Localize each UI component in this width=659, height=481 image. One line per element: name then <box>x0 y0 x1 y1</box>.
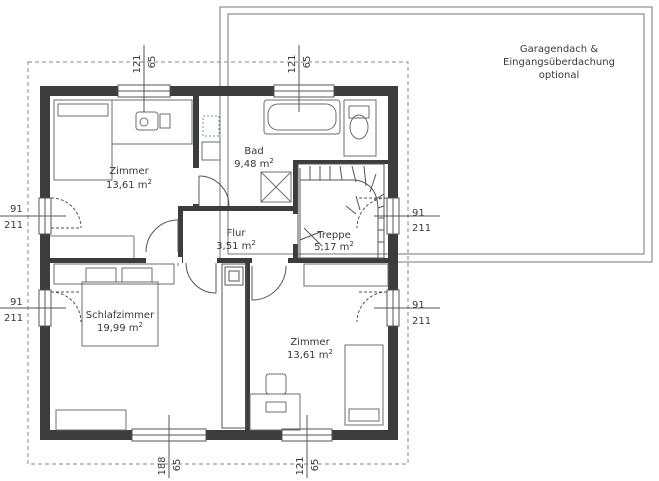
dim-bottom-right-width: 121 <box>295 456 306 475</box>
dim-right-upper-width: 91 <box>412 208 425 219</box>
dim-left-lower-width: 91 <box>10 297 23 308</box>
dim-top-right-width: 121 <box>287 54 298 73</box>
room-name-schlafzimmer: Schlafzimmer <box>86 310 155 321</box>
furniture-zimmer-top <box>53 99 193 181</box>
dim-bottom-right-height: 65 <box>310 459 321 472</box>
dim-right-lower-height: 211 <box>412 316 431 327</box>
dim-top-left-height: 65 <box>147 56 158 69</box>
window-swings <box>50 197 388 323</box>
garage-note-line2: Eingangsüberdachung <box>503 57 615 68</box>
room-area-schlafzimmer: 19,99 m2 <box>97 321 143 334</box>
dim-bottom-left-width: 188 <box>157 456 168 475</box>
garage-note: Garagendach & Eingangsüberdachung option… <box>503 44 615 81</box>
room-area-bad: 9,48 m2 <box>234 157 274 170</box>
room-area-zimmer-top: 13,61 m2 <box>106 178 152 191</box>
room-name-zimmer-bottom: Zimmer <box>290 337 330 348</box>
interior-walls <box>50 96 388 430</box>
dim-left-lower-height: 211 <box>4 313 23 324</box>
room-name-flur: Flur <box>227 228 247 239</box>
room-labels: Zimmer 13,61 m2 Bad 9,48 m2 Flur 3,51 m2… <box>86 146 354 361</box>
furniture-zimmer-bottom <box>249 263 389 431</box>
roof-outline-dashed <box>27 61 409 465</box>
garage-note-line1: Garagendach & <box>520 44 598 55</box>
bathroom-fixtures <box>201 99 377 203</box>
room-area-treppe: 5,17 m2 <box>314 240 354 253</box>
furniture-schlafzimmer <box>53 263 175 431</box>
room-name-treppe: Treppe <box>316 230 351 241</box>
room-area-zimmer-bottom: 13,61 m2 <box>287 348 333 361</box>
dim-bottom-left-height: 65 <box>172 459 183 472</box>
dim-left-upper-height: 211 <box>4 220 23 231</box>
door-gaps <box>146 168 299 264</box>
dimension-lines <box>0 45 440 478</box>
room-name-zimmer-top: Zimmer <box>109 166 149 177</box>
garage-note-line3: optional <box>539 70 580 81</box>
dim-right-upper-height: 211 <box>412 223 431 234</box>
garage-roof-outline <box>219 6 653 263</box>
dimension-labels: 121 65 121 65 188 65 121 65 91 211 91 21… <box>4 54 431 475</box>
dim-top-left-width: 121 <box>132 54 143 73</box>
outer-walls <box>40 86 398 440</box>
dim-left-upper-width: 91 <box>10 204 23 215</box>
staircase <box>297 163 385 259</box>
room-area-flur: 3,51 m2 <box>216 239 256 252</box>
dim-top-right-height: 65 <box>302 56 313 69</box>
chimney <box>221 263 247 429</box>
door-swings <box>145 175 287 301</box>
partition-lines <box>50 235 179 266</box>
dim-right-lower-width: 91 <box>412 300 425 311</box>
room-name-bad: Bad <box>244 146 263 157</box>
